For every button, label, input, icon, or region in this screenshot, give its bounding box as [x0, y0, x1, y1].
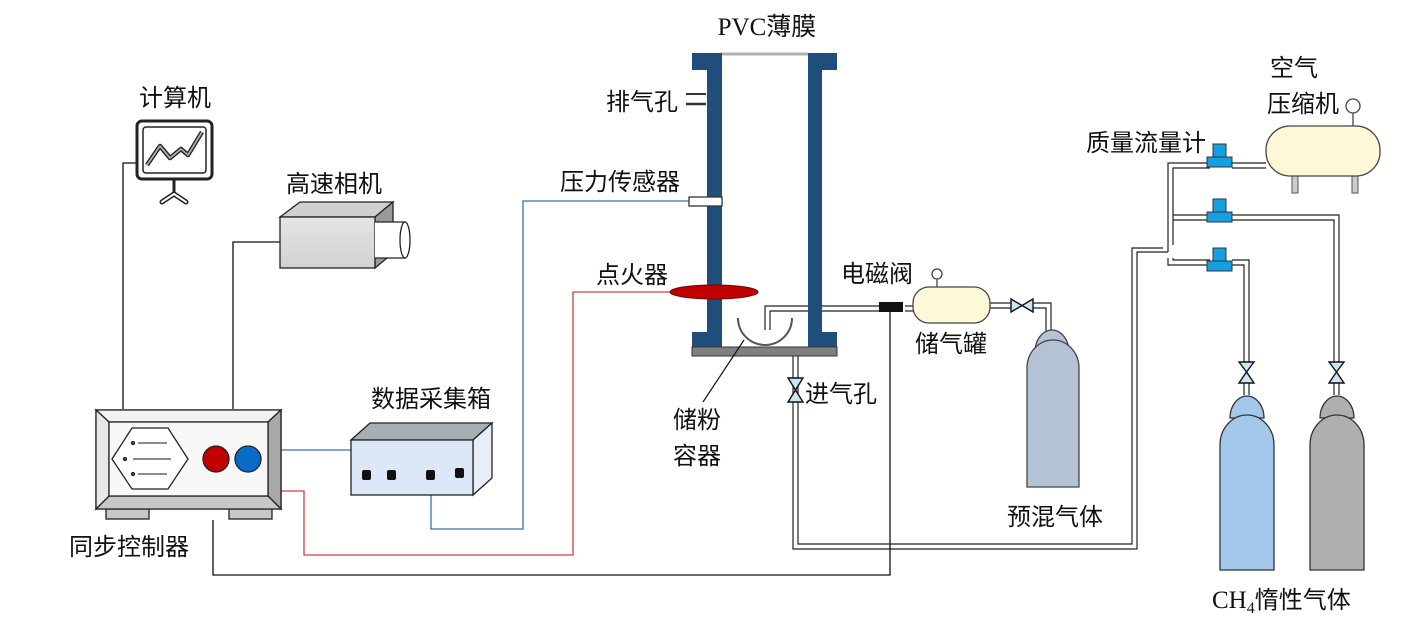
- label-exhaust-hole: 排气孔: [606, 88, 678, 116]
- label-air-compressor-2: 压缩机: [1267, 90, 1339, 118]
- ch4-cylinder: [1219, 395, 1275, 571]
- wire-computer-controller: [122, 162, 138, 409]
- premixed-gas-cylinder: [1026, 329, 1080, 488]
- label-high-speed-camera: 高速相机: [286, 170, 382, 198]
- label-ch4: CH: [1212, 587, 1247, 614]
- gauge-icon: [931, 268, 943, 280]
- tube-right-wall: [808, 53, 837, 347]
- flow-meter-3: [1206, 247, 1233, 272]
- solenoid-valve: [879, 302, 903, 312]
- flow-meter-2: [1206, 198, 1233, 223]
- computer-icon: [135, 119, 214, 205]
- label-powder-container-1: 储粉: [673, 406, 721, 434]
- mass-flow-meters: [1206, 143, 1233, 272]
- label-ch4-subscript: 4: [1247, 600, 1255, 617]
- wire-daq-pressure-sensor: [430, 200, 690, 530]
- combustion-tube: [669, 52, 838, 403]
- label-pressure-sensor: 压力传感器: [560, 168, 680, 196]
- label-ch4-inert-gas: CH4惰性气体: [1212, 586, 1351, 617]
- base-plate: [691, 346, 838, 357]
- sync-controller-icon: [94, 408, 283, 520]
- powder-container-pointer: [702, 339, 745, 403]
- pressure-sensor: [688, 196, 723, 207]
- flow-meter-1: [1206, 143, 1233, 168]
- premix-valve-icon: [1010, 297, 1034, 314]
- red-button-icon: [202, 445, 230, 473]
- label-mass-flow-meter: 质量流量计: [1086, 129, 1206, 157]
- labels: PVC薄膜 排气孔 压力传感器 点火器 电磁阀 储气罐 储粉 容器 进气孔 预混…: [69, 13, 1351, 617]
- signal-wires: [122, 162, 891, 576]
- label-gas-tank: 储气罐: [915, 330, 987, 358]
- label-inert-gas: 惰性气体: [1255, 586, 1351, 614]
- ch4-valve-icon: [1237, 361, 1256, 384]
- label-solenoid-valve: 电磁阀: [841, 260, 913, 288]
- wire-camera-controller: [232, 241, 280, 409]
- label-data-acquisition-box: 数据采集箱: [371, 385, 491, 413]
- inert-gas-cylinder: [1309, 395, 1365, 571]
- gauge-icon: [1345, 98, 1361, 114]
- air-compressor: [1265, 98, 1381, 194]
- label-pvc-film: PVC薄膜: [718, 13, 817, 41]
- powder-container: [737, 317, 793, 346]
- gas-storage-tank: [912, 268, 991, 324]
- label-sync-controller: 同步控制器: [69, 533, 189, 561]
- label-inlet-hole: 进气孔: [805, 380, 877, 408]
- high-speed-camera-icon: [278, 200, 411, 270]
- gas-pipes: [764, 162, 1340, 550]
- data-acquisition-box-icon: [349, 421, 494, 497]
- wire-controller-solenoid: [212, 306, 891, 576]
- inlet-valve-icon: [786, 377, 805, 403]
- label-igniter: 点火器: [596, 261, 668, 289]
- blue-button-icon: [234, 445, 262, 473]
- igniter: [669, 284, 759, 300]
- label-air-compressor-1: 空气: [1270, 54, 1318, 82]
- label-computer: 计算机: [139, 84, 211, 112]
- inert-valve-icon: [1327, 361, 1346, 384]
- label-premixed-gas: 预混气体: [1007, 503, 1103, 531]
- label-powder-container-2: 容器: [673, 442, 721, 470]
- wire-controller-igniter: [281, 291, 670, 556]
